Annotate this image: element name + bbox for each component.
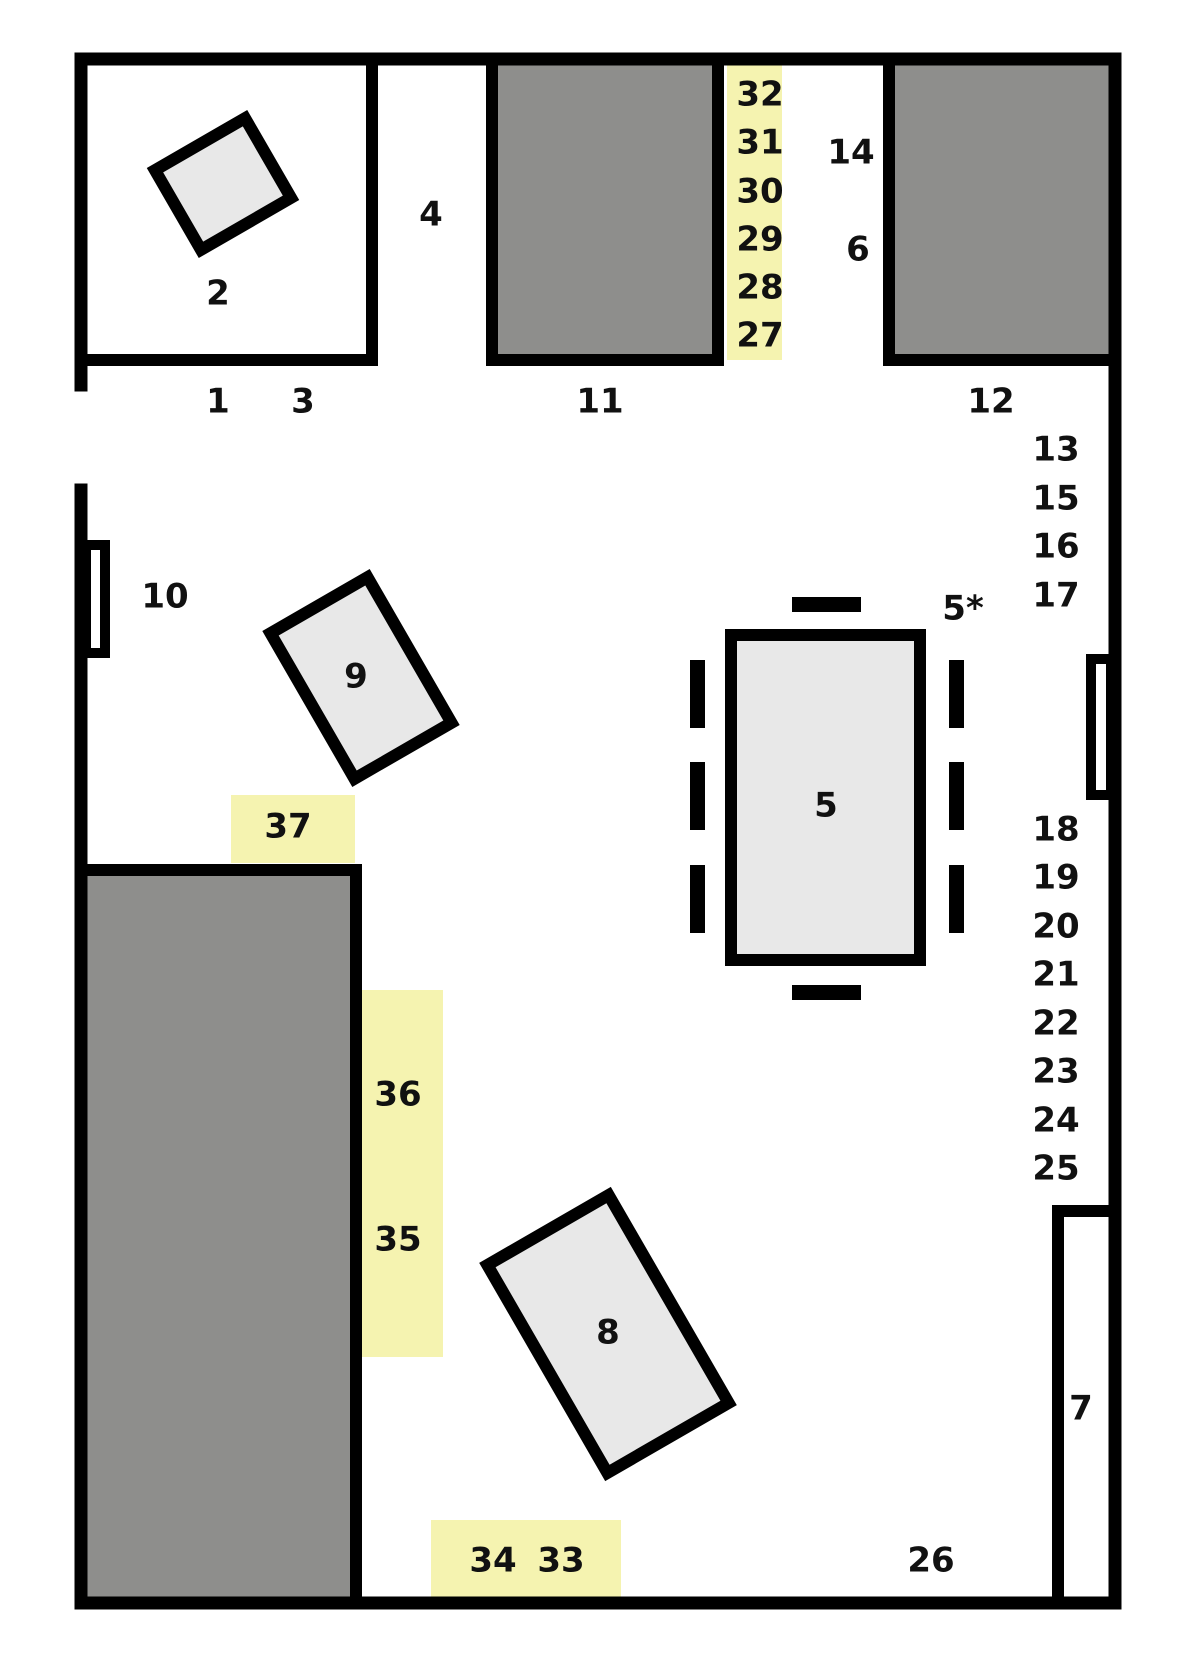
furniture-2: [146, 109, 300, 259]
label-23: 23: [1032, 1052, 1079, 1092]
label-16: 16: [1032, 527, 1079, 567]
label-22: 22: [1032, 1004, 1079, 1044]
table-5-chairs: [690, 597, 964, 1000]
room-11: [486, 53, 724, 366]
highlight-zone-37: [231, 795, 355, 863]
label-18: 18: [1032, 810, 1079, 850]
label-35: 35: [374, 1220, 421, 1260]
label-15: 15: [1032, 479, 1079, 519]
furniture-9: [262, 569, 460, 787]
label-19: 19: [1032, 858, 1079, 898]
label-1: 1: [206, 382, 230, 422]
label-34: 34: [469, 1541, 516, 1581]
label-9: 9: [344, 657, 368, 697]
label-20: 20: [1032, 907, 1079, 947]
label-30: 30: [736, 172, 783, 212]
label-28: 28: [736, 268, 783, 308]
label-24: 24: [1032, 1101, 1079, 1141]
table-5: [725, 629, 926, 966]
label-3: 3: [291, 382, 315, 422]
label-37: 37: [264, 807, 311, 847]
highlight-zone-27-32: [727, 55, 782, 360]
label-12: 12: [967, 382, 1014, 422]
label-26: 26: [907, 1541, 954, 1581]
label-21: 21: [1032, 955, 1079, 995]
label-5-star: 5*: [942, 589, 984, 629]
label-7: 7: [1069, 1389, 1093, 1429]
label-8: 8: [596, 1313, 620, 1353]
label-32: 32: [736, 75, 783, 115]
label-29: 29: [736, 220, 783, 260]
label-27: 27: [736, 316, 783, 356]
room-12: [883, 53, 1121, 366]
furniture-8: [479, 1186, 737, 1482]
label-2: 2: [206, 274, 230, 314]
highlight-zone-35-36: [360, 990, 443, 1357]
label-14: 14: [827, 133, 874, 173]
label-33: 33: [537, 1541, 584, 1581]
label-6: 6: [846, 230, 870, 270]
label-5: 5: [814, 786, 838, 826]
label-4: 4: [419, 195, 443, 235]
highlight-zone-33-34: [431, 1520, 621, 1605]
label-25: 25: [1032, 1149, 1079, 1189]
window-right: [1086, 654, 1116, 800]
label-10: 10: [141, 577, 188, 617]
window-left: [81, 540, 110, 658]
label-11: 11: [576, 382, 623, 422]
label-13: 13: [1032, 430, 1079, 470]
label-36: 36: [374, 1075, 421, 1115]
outer-walls: [74, 52, 1122, 1610]
room-large-left: [75, 864, 362, 1609]
label-17: 17: [1032, 576, 1079, 616]
label-31: 31: [736, 123, 783, 163]
